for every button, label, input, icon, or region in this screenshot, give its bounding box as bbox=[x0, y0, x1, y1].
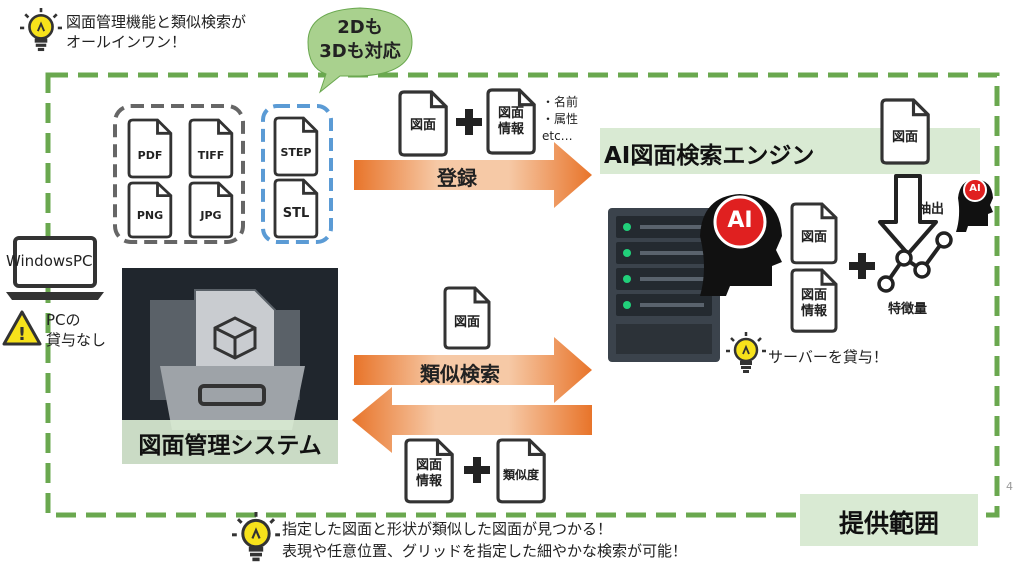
register-attributes: ・名前 ・属性 etc… bbox=[542, 94, 578, 145]
format-label-pdf: PDF bbox=[137, 149, 163, 162]
format-label-png: PNG bbox=[136, 209, 164, 222]
svg-text:!: ! bbox=[18, 324, 26, 345]
bottom-note-line2: 表現や任意位置、グリッドを指定した細やかな検索が可能！ bbox=[282, 542, 688, 560]
extract-doc-label: 図面 bbox=[891, 130, 918, 145]
format-label-stl: STL bbox=[282, 206, 310, 221]
search-arrow bbox=[354, 337, 592, 403]
extract-doc-b-label: 図面 情報 bbox=[792, 288, 836, 320]
result-info-line2: 情報 bbox=[415, 474, 442, 489]
result-info-doc-label: 図面 情報 bbox=[406, 458, 452, 490]
speech-bubble bbox=[307, 7, 413, 94]
format-label-tiff: TIFF bbox=[197, 149, 225, 162]
bubble-line2: 3Dも対応 bbox=[319, 41, 401, 62]
register-arrow bbox=[354, 142, 592, 208]
extract-doc-b-line2: 情報 bbox=[800, 304, 827, 319]
engine-ai-badge: AI bbox=[727, 208, 753, 233]
bottom-note: 指定した図面と形状が類似した図面が見つかる！ 表現や任意位置、グリッドを指定した… bbox=[282, 518, 687, 562]
format-label-jpg: JPG bbox=[200, 209, 222, 222]
lightbulb-icon bbox=[18, 6, 64, 53]
bottom-note-line1: 指定した図面と形状が類似した図面が見つかる！ bbox=[282, 520, 613, 538]
server-note: サーバーを貸与！ bbox=[768, 348, 888, 366]
ai-small-head-icon bbox=[956, 178, 993, 232]
scope-label: 提供範囲 bbox=[838, 509, 939, 538]
lightbulb-icon bbox=[230, 510, 282, 563]
similarity-doc-label: 類似度 bbox=[502, 468, 539, 482]
register-label: 登録 bbox=[437, 166, 477, 190]
top-note: 図面管理機能と類似検索が オールインワン！ bbox=[66, 12, 246, 52]
search-label: 類似検索 bbox=[420, 362, 500, 386]
folder-cube-icon bbox=[150, 289, 305, 430]
engine-title: AI図面検索エンジン bbox=[604, 143, 815, 169]
search-doc-label: 図面 bbox=[453, 315, 480, 330]
system-title-band bbox=[122, 420, 338, 464]
extract-label: 抽出 bbox=[918, 202, 945, 217]
plus-icon bbox=[464, 457, 490, 483]
bubble-line1: 2Dも bbox=[337, 17, 383, 38]
pc-warning-line2: 貸与なし bbox=[46, 331, 107, 349]
extract-doc-b-line1: 図面 bbox=[800, 288, 827, 303]
result-info-line1: 図面 bbox=[415, 458, 442, 473]
ai-head-icon bbox=[700, 194, 782, 296]
page-number: 4 bbox=[1006, 480, 1013, 493]
warning-icon: ! bbox=[2, 310, 42, 346]
extract-ai-badge: AI bbox=[969, 183, 981, 194]
plus-icon bbox=[849, 253, 875, 279]
laptop-icon bbox=[6, 236, 104, 300]
register-info-line2: 情報 bbox=[497, 122, 524, 137]
extract-doc-a-label: 図面 bbox=[800, 230, 827, 245]
pc-warning: PCの 貸与なし bbox=[46, 310, 106, 350]
system-title: 図面管理システム bbox=[138, 433, 322, 459]
register-doc-label: 図面 bbox=[409, 118, 436, 133]
feature-graph-icon bbox=[877, 231, 953, 293]
format-2d-group bbox=[113, 104, 245, 244]
scope-label-band bbox=[800, 494, 978, 546]
pc-label: WindowsPC bbox=[6, 252, 93, 270]
register-attr-attribute: ・属性 bbox=[542, 112, 579, 126]
top-note-line2: オールインワン！ bbox=[66, 33, 187, 51]
lightbulb-icon bbox=[724, 330, 768, 375]
plus-icon bbox=[456, 109, 482, 135]
register-info-doc-label: 図面 情報 bbox=[488, 106, 534, 138]
top-note-line1: 図面管理機能と類似検索が bbox=[66, 13, 247, 31]
format-3d-group bbox=[261, 104, 333, 244]
bubble-text: 2Dも 3Dも対応 bbox=[308, 16, 412, 64]
register-attr-name: ・名前 bbox=[542, 95, 579, 109]
format-label-step: STEP bbox=[280, 146, 312, 159]
server-icon bbox=[608, 208, 720, 362]
features-label: 特徴量 bbox=[888, 302, 928, 317]
result-arrow bbox=[352, 387, 592, 453]
pc-warning-line1: PCの bbox=[46, 311, 81, 329]
register-attr-etc: etc… bbox=[542, 129, 573, 143]
down-arrow bbox=[878, 174, 938, 256]
register-info-line1: 図面 bbox=[497, 106, 524, 121]
